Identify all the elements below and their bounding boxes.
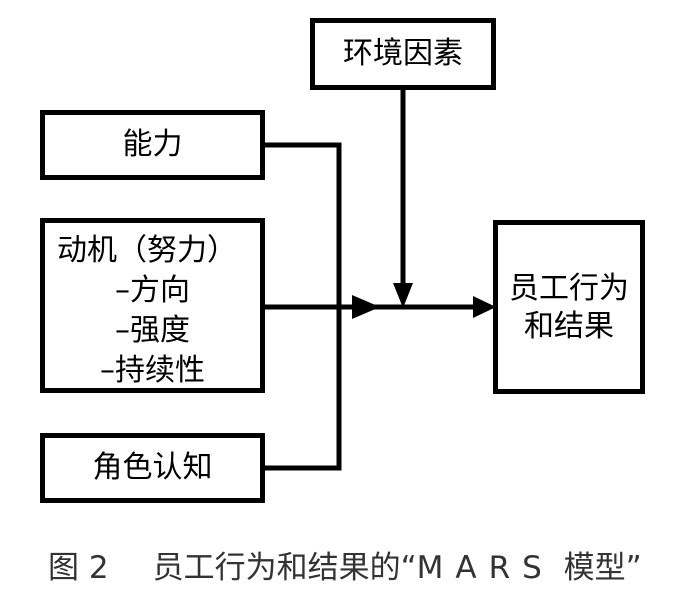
outcome-label-line2: 和结果 [524, 309, 614, 344]
figure-caption: 图 2 员工行为和结果的“MARS 模型” [48, 548, 642, 588]
environment-box: 环境因素 [310, 18, 496, 90]
caption-text-suffix: 模型” [553, 550, 642, 586]
motivation-box: 动机（努力） –方向 –强度 –持续性 [40, 218, 265, 393]
role-box: 角色认知 [40, 433, 265, 503]
arrowhead-environment [393, 283, 413, 308]
outcome-box: 员工行为 和结果 [493, 220, 645, 394]
motivation-item-intensity: –强度 [115, 313, 190, 348]
role-label: 角色认知 [92, 450, 213, 485]
arrowhead-outcome [473, 296, 496, 318]
ability-label: 能力 [122, 127, 183, 162]
environment-label: 环境因素 [343, 36, 463, 71]
motivation-item-persistence: –持续性 [100, 353, 205, 388]
outcome-label-line1: 员工行为 [509, 271, 629, 306]
arrowhead-merge [352, 295, 380, 319]
figure-number: 图 2 [48, 550, 109, 586]
caption-model-name: MARS [416, 550, 554, 586]
caption-text-prefix: 员工行为和结果的“ [152, 550, 417, 586]
motivation-title: 动机（努力） [57, 233, 237, 268]
motivation-item-direction: –方向 [115, 273, 190, 308]
ability-box: 能力 [40, 110, 265, 180]
